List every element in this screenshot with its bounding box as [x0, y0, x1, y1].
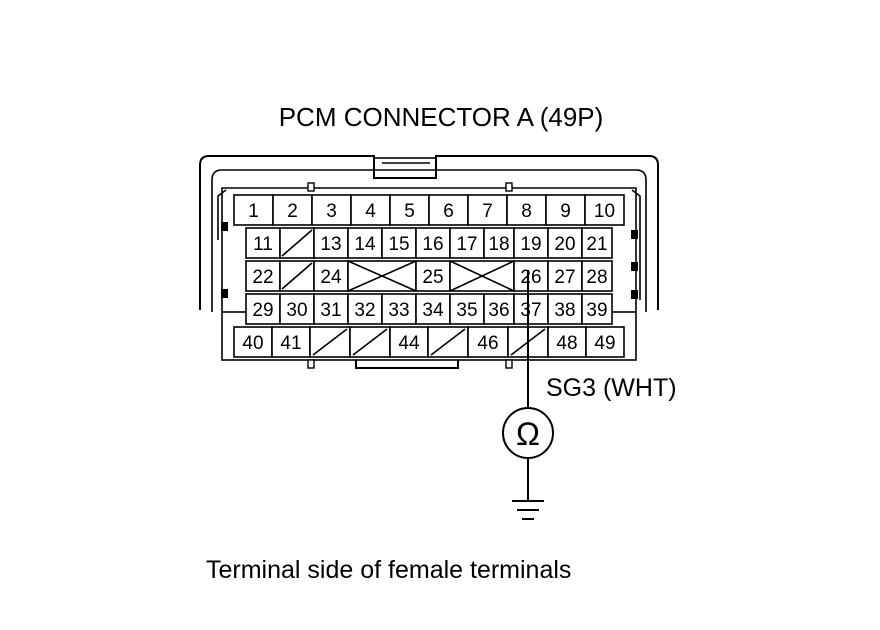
connector-housing	[199, 155, 659, 369]
terminal-label: 28	[586, 267, 607, 288]
terminal-label: 35	[456, 300, 477, 321]
terminal-label: 27	[554, 267, 575, 288]
terminal-row-1: 1 2 3 4 5 6 7 8 9 10	[233, 194, 625, 226]
terminal-label: 13	[320, 234, 341, 255]
terminal-label: 36	[488, 300, 509, 321]
probe-label: SG3 (WHT)	[546, 374, 677, 402]
terminal-label: 5	[404, 201, 415, 222]
diagram-caption: Terminal side of female terminals	[206, 556, 571, 584]
terminal-label: 2	[287, 201, 298, 222]
terminal-label: 9	[560, 201, 571, 222]
terminal-label: 14	[354, 234, 376, 255]
terminal-37-label: 37	[520, 300, 541, 321]
terminal-label: 16	[422, 234, 443, 255]
terminal-label: 25	[422, 267, 443, 288]
terminal-label: 11	[253, 234, 273, 255]
terminal-label: 24	[320, 267, 342, 288]
terminal-label: 48	[556, 333, 577, 354]
ohmmeter-icon: Ω	[502, 407, 554, 459]
terminal-label: 4	[365, 201, 376, 222]
terminal-label: 41	[280, 333, 301, 354]
terminal-row-2: 11 13 14 15 16 17 18 19 20 21	[245, 227, 613, 259]
terminal-label: 40	[242, 333, 263, 354]
terminal-label: 17	[456, 234, 477, 255]
terminal-row-5: 40 41 44 46 48 49	[233, 326, 625, 358]
terminal-label: 33	[388, 300, 409, 321]
terminal-label: 32	[354, 300, 375, 321]
terminal-label: 39	[586, 300, 607, 321]
terminal-row-4: 29 30 31 32 33 34 35 36 37 38 39	[245, 293, 613, 325]
terminal-label: 20	[554, 234, 575, 255]
terminal-label: 26	[520, 267, 541, 288]
terminal-label: 15	[388, 234, 409, 255]
terminal-label: 1	[248, 201, 259, 222]
diagram-title: PCM CONNECTOR A (49P)	[279, 102, 604, 132]
terminal-label: 31	[320, 300, 341, 321]
terminal-label: 3	[326, 201, 337, 222]
ground-icon	[512, 500, 544, 520]
terminal-label: 34	[422, 300, 444, 321]
terminal-label: 38	[554, 300, 575, 321]
terminal-row-3: 22 24 25 26 27 28	[245, 260, 613, 292]
terminal-label: 18	[488, 234, 509, 255]
terminal-label: 10	[594, 201, 615, 222]
terminal-label: 44	[398, 333, 420, 354]
terminal-label: 6	[443, 201, 454, 222]
terminal-label: 46	[477, 333, 498, 354]
ohm-symbol: Ω	[516, 416, 540, 452]
terminal-label: 49	[594, 333, 615, 354]
terminal-label: 30	[286, 300, 307, 321]
terminal-label: 7	[482, 201, 493, 222]
terminal-label: 22	[252, 267, 273, 288]
terminal-label: 19	[520, 234, 541, 255]
terminal-label: 21	[586, 234, 607, 255]
terminal-label: 8	[521, 201, 532, 222]
terminal-label: 29	[252, 300, 273, 321]
